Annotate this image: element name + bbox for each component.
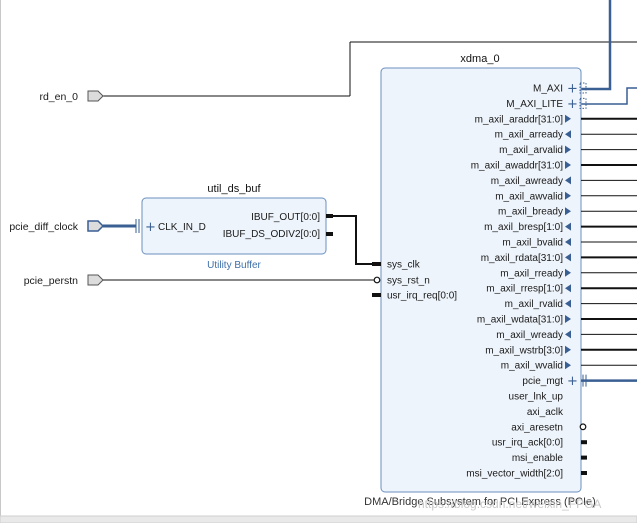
xdma-port-msi-vector-width: msi_vector_width[2:0]: [466, 469, 563, 480]
arrow-right-icon: [565, 191, 571, 200]
port-pin-axi-aresetn[interactable]: [579, 423, 587, 431]
wire-m-axi-lite-bus: [580, 87, 637, 105]
xdma-port-m-axil-rready: m_axil_rready: [500, 268, 563, 279]
xdma-port-usr-irq-req: usr_irq_req[0:0]: [387, 291, 457, 302]
port-pcie-diff-clock-icon[interactable]: [87, 220, 105, 232]
xdma-port-m-axil-rresp: m_axil_rresp[1:0]: [486, 284, 563, 295]
arrow-left-icon: [565, 130, 571, 139]
arrow-right-icon: [565, 315, 571, 323]
util-ds-buf-block[interactable]: util_ds_buf Utility Buffer + CLK_IN_D IB…: [141, 183, 333, 271]
plus-icon[interactable]: +: [567, 374, 578, 389]
arrow-left-icon: [565, 284, 571, 293]
xdma-port-m-axil-rdata: m_axil_rdata[31:0]: [481, 253, 563, 264]
arrow-left-icon: [565, 299, 571, 308]
port-pin-msi-vector-width[interactable]: [581, 471, 587, 475]
plus-icon[interactable]: +: [567, 97, 578, 112]
port-label-rd-en: rd_en_0: [39, 91, 78, 103]
xdma-right-ports: M_AXI+M_AXI_LITE+m_axil_araddr[31:0]m_ax…: [466, 82, 637, 480]
horizontal-scrollbar[interactable]: [0, 515, 637, 523]
xdma-port-pcie-mgt: pcie_mgt: [522, 376, 563, 387]
port-pin-usr-irq-req[interactable]: [372, 293, 381, 297]
arrow-left-icon: [565, 253, 571, 262]
xdma-port-m-axi-lite: M_AXI_LITE: [506, 99, 563, 110]
bus-connector[interactable]: [579, 82, 587, 94]
arrow-right-icon: [565, 161, 571, 169]
xdma-port-m-axil-bready: m_axil_bready: [498, 207, 563, 218]
xdma-port-m-axil-awready: m_axil_awready: [491, 176, 563, 187]
xdma-port-m-axil-awvalid: m_axil_awvalid: [495, 191, 563, 202]
util-ds-buf-body[interactable]: [141, 197, 327, 255]
xdma-port-m-axil-arready: m_axil_arready: [495, 130, 563, 141]
xdma-port-m-axil-wstrb: m_axil_wstrb[3:0]: [485, 345, 563, 356]
bus-connector[interactable]: [579, 97, 587, 109]
xdma-port-m-axil-bvalid: m_axil_bvalid: [502, 238, 563, 249]
arrow-right-icon: [565, 345, 571, 354]
xdma-port-user-lnk-up: user_lnk_up: [509, 392, 564, 403]
xdma-port-axi-aclk: axi_aclk: [527, 407, 564, 418]
xdma-port-m-axil-wready: m_axil_wready: [496, 330, 563, 341]
util-output-stub-2[interactable]: [326, 232, 333, 236]
xdma-port-m-axil-awaddr: m_axil_awaddr[31:0]: [471, 161, 563, 172]
arrow-left-icon: [565, 238, 571, 246]
arrow-left-icon: [565, 222, 571, 231]
util-output-stub-1[interactable]: [326, 214, 333, 218]
xdma-port-sys-rst-n: sys_rst_n: [387, 276, 430, 287]
plus-icon[interactable]: +: [145, 220, 156, 235]
util-ds-buf-subtitle: Utility Buffer: [207, 260, 261, 271]
xdma-port-m-axil-bresp: m_axil_bresp[1:0]: [484, 222, 563, 233]
xdma-block[interactable]: xdma_0 DMA/Bridge Subsystem for PCI Expr…: [364, 53, 637, 508]
util-input-clk-in-d: CLK_IN_D: [158, 222, 206, 233]
wire-ibuf-to-sys-clk: [333, 215, 374, 265]
port-pin-usr-irq-ack[interactable]: [581, 440, 587, 445]
xdma-port-m-axil-rvalid: m_axil_rvalid: [505, 299, 563, 310]
xdma-left-ports: sys_clk sys_rst_n usr_irq_req[0:0]: [372, 260, 457, 302]
plus-icon[interactable]: +: [567, 82, 578, 97]
arrow-right-icon: [565, 361, 571, 370]
port-pcie-perstn-icon[interactable]: [87, 274, 104, 286]
xdma-port-axi-aresetn: axi_aresetn: [511, 422, 563, 433]
xdma-port-msi-enable: msi_enable: [512, 453, 564, 464]
port-label-pcie-perstn: pcie_perstn: [24, 275, 78, 287]
util-ds-buf-title: util_ds_buf: [207, 183, 261, 195]
xdma-port-sys-clk: sys_clk: [387, 260, 421, 271]
arrow-left-icon: [565, 330, 571, 339]
xdma-port-usr-irq-ack: usr_irq_ack[0:0]: [492, 438, 563, 449]
xdma-port-m-axil-arvalid: m_axil_arvalid: [499, 145, 563, 156]
wire-m-axi-bus: [580, 0, 612, 91]
port-label-pcie-diff-clock: pcie_diff_clock: [9, 221, 78, 233]
arrow-right-icon: [565, 145, 571, 154]
util-output-ibuf-out: IBUF_OUT[0:0]: [251, 212, 320, 223]
xdma-footer: DMA/Bridge Subsystem for PCI Express (PC…: [364, 496, 596, 508]
port-pin-sys-rst-n[interactable]: [373, 276, 381, 284]
arrow-right-icon: [565, 114, 571, 123]
watermark-text: https://blog.csdn.net/weixin_FPGA: [418, 497, 601, 511]
util-output-ibuf-ds-odiv2: IBUF_DS_ODIV2[0:0]: [223, 229, 320, 240]
xdma-port-m-axil-wdata: m_axil_wdata[31:0]: [477, 315, 563, 326]
xdma-port-m-axil-araddr: m_axil_araddr[31:0]: [475, 114, 564, 125]
port-pin-sys-clk[interactable]: [372, 262, 381, 266]
xdma-port-m-axi: M_AXI: [533, 84, 563, 95]
xdma-title: xdma_0: [460, 53, 499, 65]
arrow-left-icon: [565, 176, 571, 185]
xdma-body[interactable]: [380, 67, 582, 493]
arrow-right-icon: [565, 207, 571, 216]
xdma-port-m-axil-wvalid: m_axil_wvalid: [501, 361, 563, 372]
port-rd-en-icon[interactable]: [87, 90, 104, 102]
arrow-right-icon: [565, 268, 571, 277]
port-pin-msi-enable[interactable]: [581, 455, 587, 460]
